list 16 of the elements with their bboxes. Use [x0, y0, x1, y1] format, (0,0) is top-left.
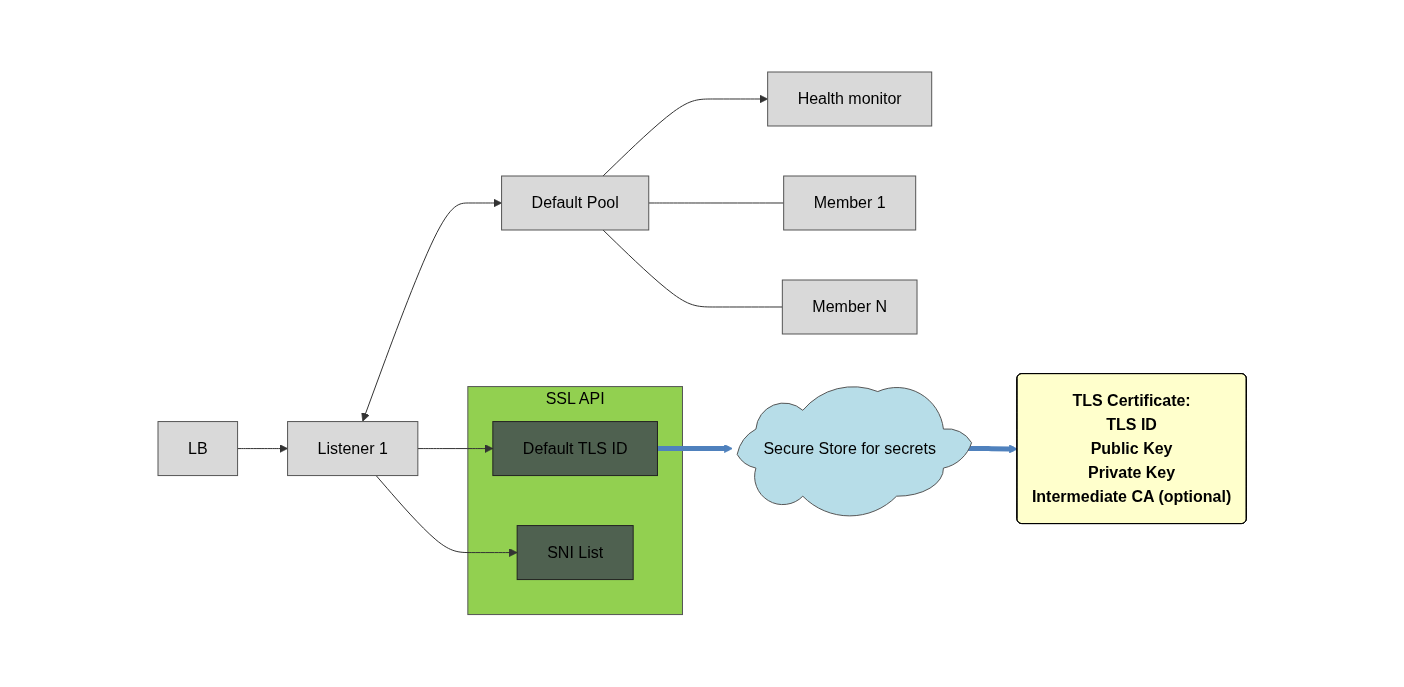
- arrow: [417, 444, 494, 454]
- node-box: LB: [157, 421, 238, 477]
- node-box: SNI List: [516, 525, 634, 581]
- node-box: Health monitor: [767, 71, 933, 127]
- arrow: [236, 444, 288, 454]
- arrow: [361, 198, 502, 422]
- node-box: Default TLS ID: [492, 421, 658, 477]
- node-box: Default Pool: [500, 175, 650, 231]
- node-box: Member 1: [783, 175, 917, 231]
- arrow: [602, 94, 768, 177]
- connector: [648, 202, 784, 204]
- connector: [602, 229, 783, 308]
- arrow: [657, 444, 733, 454]
- node-box: Member N: [781, 279, 918, 335]
- node-box: Listener 1: [286, 421, 419, 477]
- arrow: [375, 475, 518, 558]
